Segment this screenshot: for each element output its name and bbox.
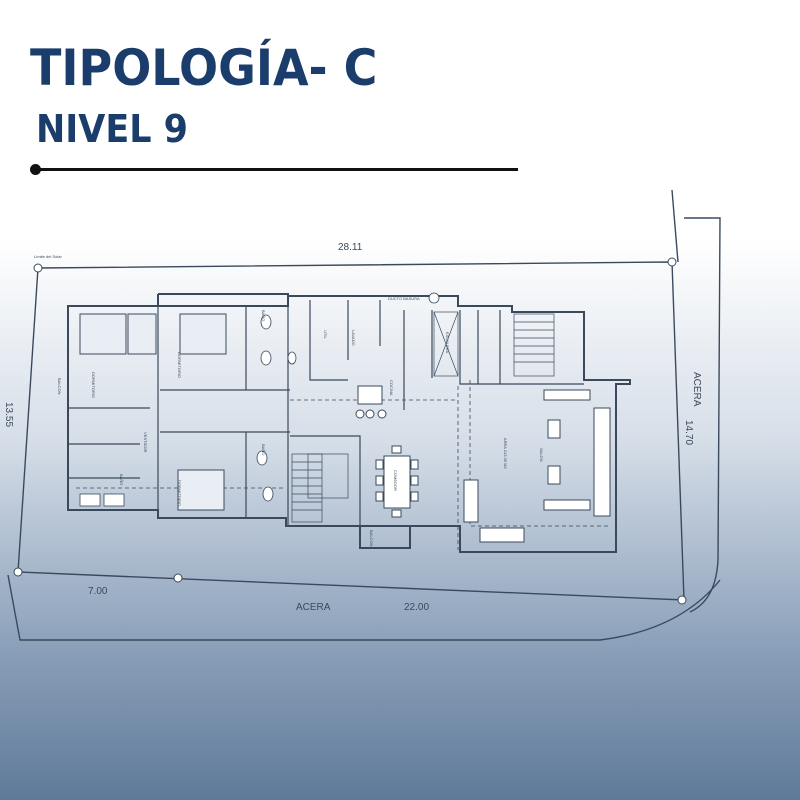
underline-bullet (30, 164, 41, 175)
bed-2 (127, 313, 157, 355)
room-label: UTIL (323, 330, 328, 339)
dim-bottom-right: 22.00 (404, 602, 429, 613)
page-title: TIPOLOGÍA- C (30, 39, 378, 97)
kitchen-island (355, 385, 387, 419)
room-label: COMEDOR (393, 470, 398, 491)
room-label: DORMITORIO (177, 352, 182, 378)
room-label: DORMITORIO (177, 480, 182, 506)
room-label: DUCTO BASURA (388, 296, 420, 301)
room-label: VESTIDOR (143, 432, 148, 453)
room-label: ESCALERA (445, 332, 450, 354)
marker-label: Límite del Solar (34, 254, 62, 259)
dim-left: 13.55 (3, 402, 14, 427)
room-label: AREA 213.35 M2 (503, 438, 508, 469)
marker-bottom-left (13, 567, 23, 577)
marker-bottom-right (677, 595, 687, 605)
beds (79, 313, 227, 511)
bed-3 (179, 313, 227, 355)
room-label: SALON (539, 448, 544, 462)
marker-top-right (667, 257, 677, 267)
marker-bottom-mid (173, 573, 183, 583)
marker-top-left (33, 263, 43, 273)
stairs (291, 311, 555, 523)
dining-table (383, 455, 411, 509)
dining-set (375, 445, 419, 518)
boundary-markers (13, 257, 687, 605)
bed-1 (79, 313, 127, 355)
room-label: LAVADO (351, 330, 356, 346)
room-label: BAÑO (261, 444, 266, 455)
dim-right: 14.70 (683, 420, 694, 445)
street-right: ACERA (691, 372, 702, 407)
room-label: BAÑO (119, 474, 124, 485)
room-label: COCINA (389, 380, 394, 396)
room-label: BAÑO (261, 310, 266, 321)
room-labels: DORMITORIO DORMITORIO DORMITORIO BAÑO BA… (57, 296, 544, 547)
room-label: BALCON (57, 378, 62, 395)
title-underline (36, 168, 518, 171)
room-label: BALCON (369, 530, 374, 547)
building-walls (67, 293, 631, 553)
living-furniture (463, 389, 611, 543)
bed-4 (177, 469, 225, 511)
dim-bottom-left: 7.00 (88, 586, 108, 597)
dashed-lines (76, 380, 608, 550)
street-bottom: ACERA (296, 602, 331, 613)
bathroom-fixtures (79, 292, 440, 507)
dim-top: 28.11 (338, 242, 363, 253)
page-subtitle: NIVEL 9 (36, 107, 188, 151)
interior-walls (68, 300, 584, 526)
room-label: DORMITORIO (91, 372, 96, 398)
